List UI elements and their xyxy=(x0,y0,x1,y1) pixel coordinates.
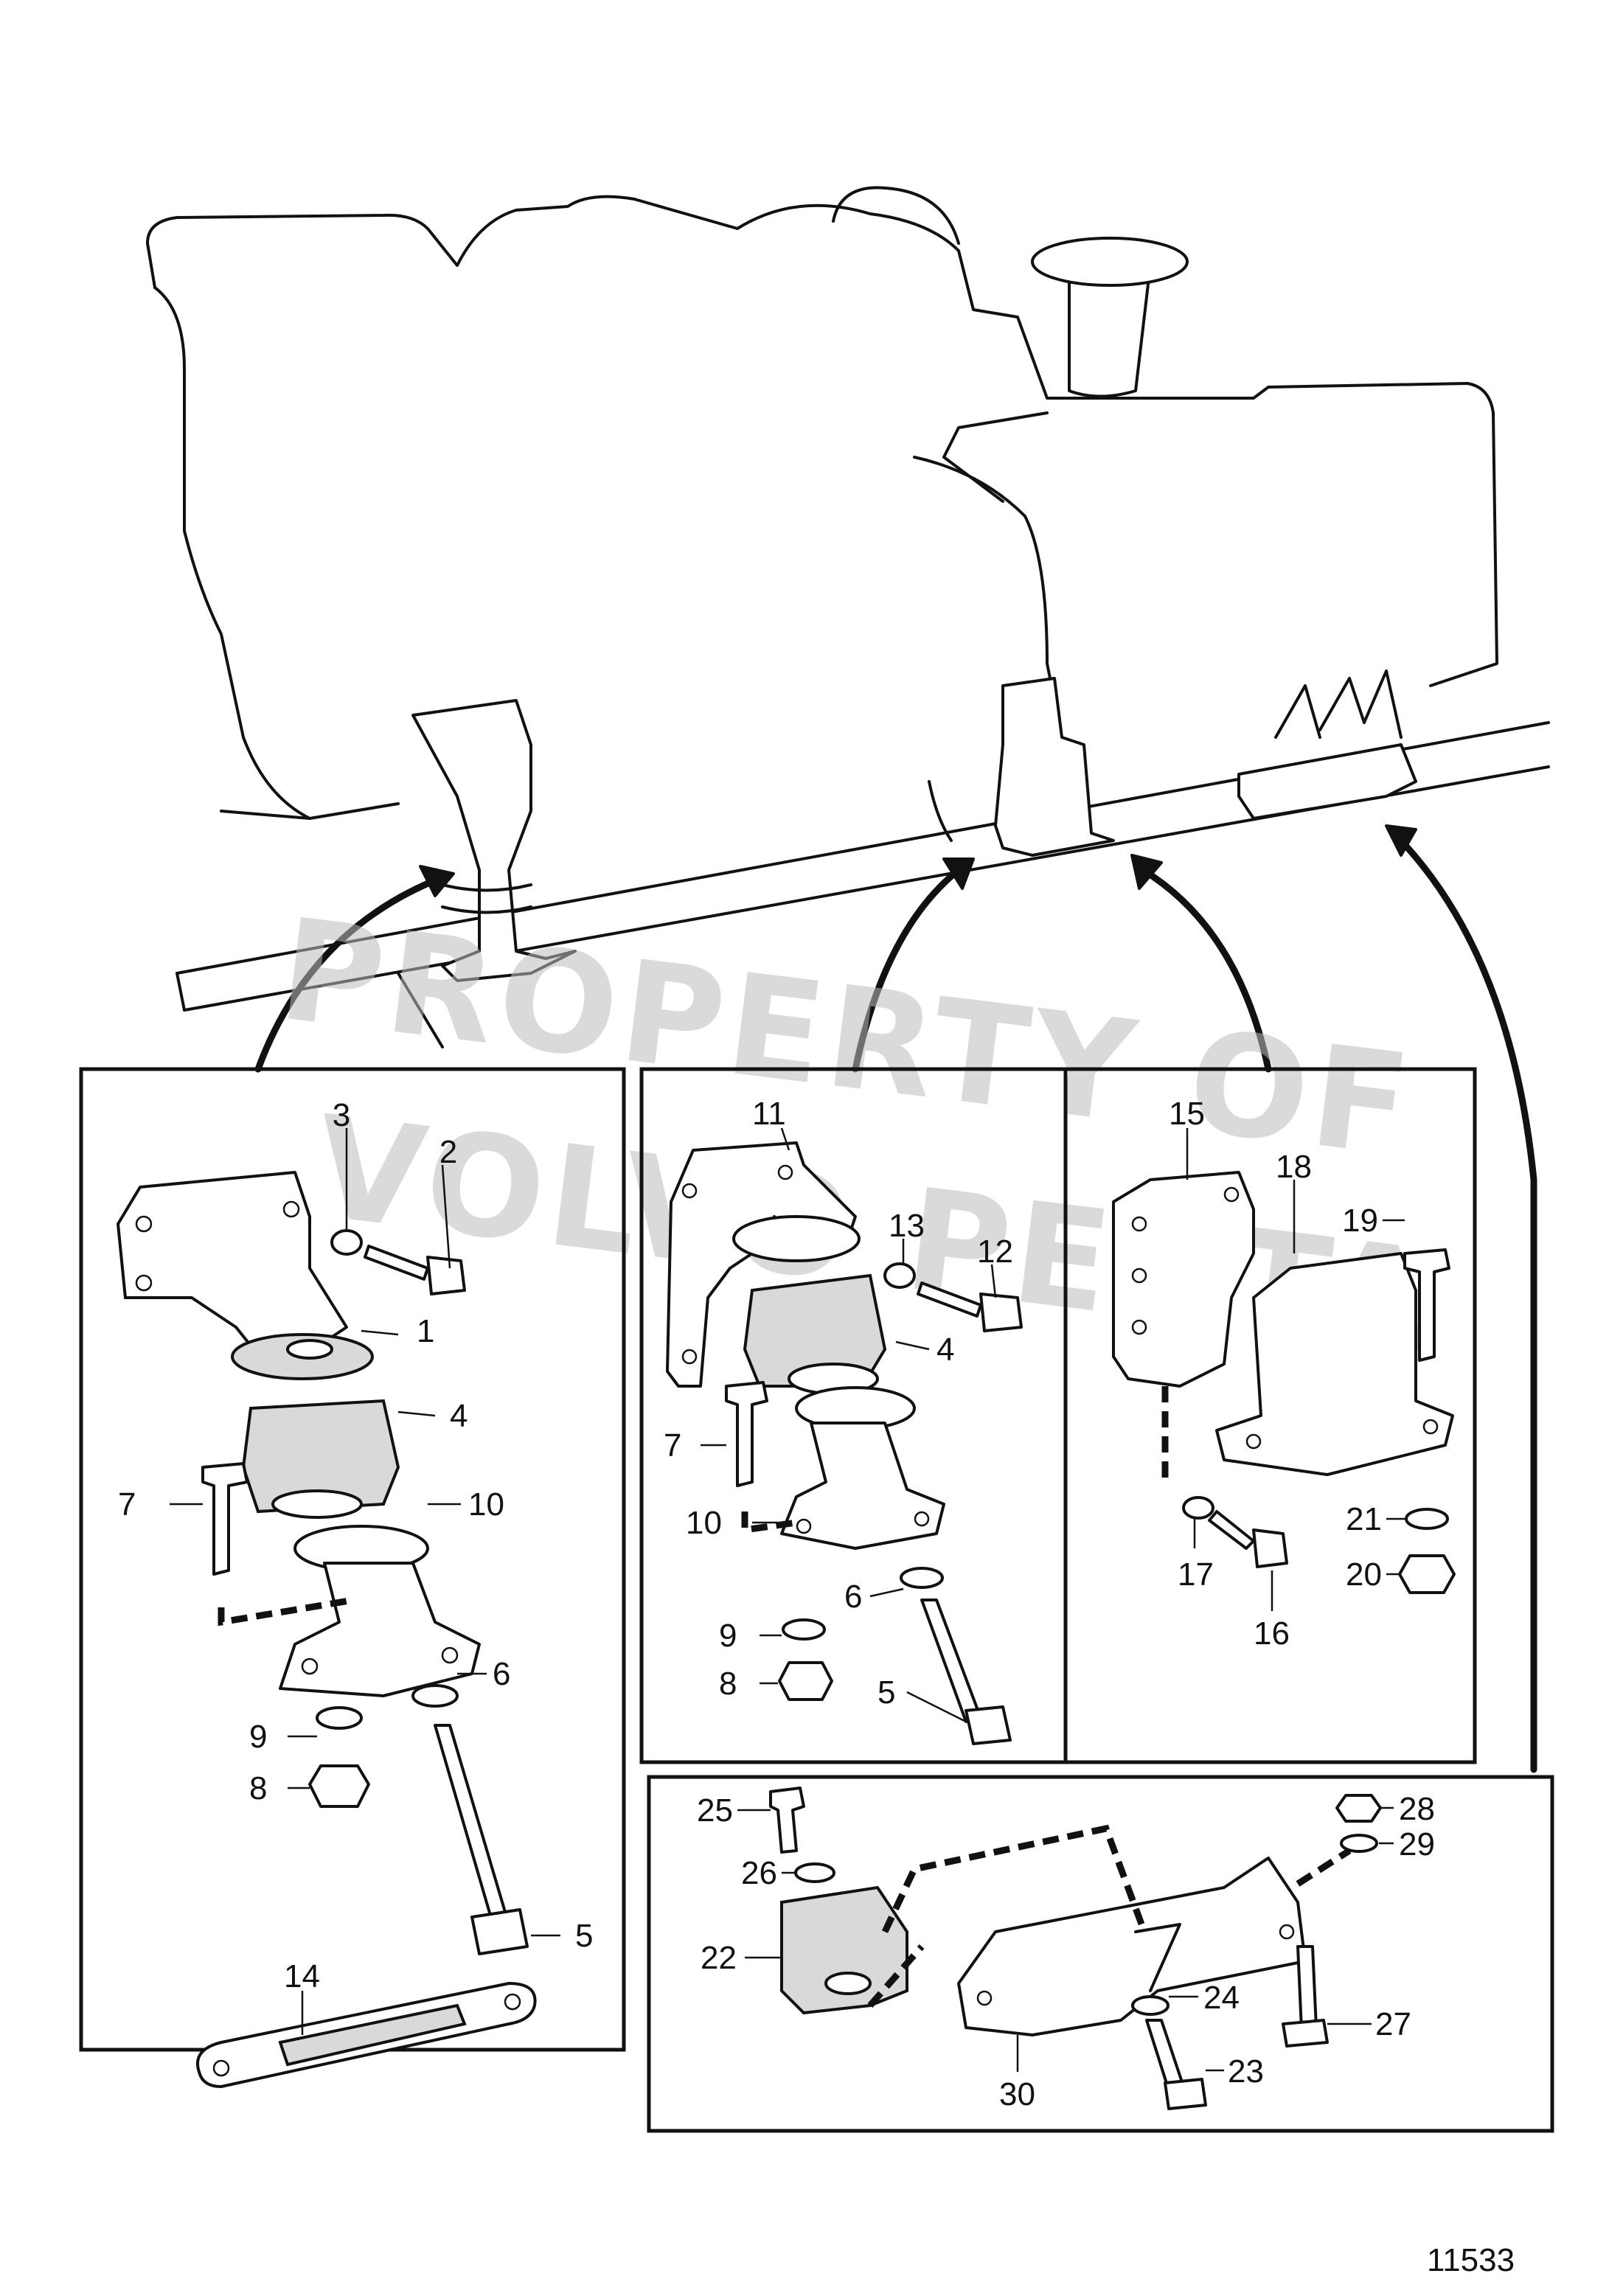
engine-outline xyxy=(146,186,1498,842)
callout-24: 24 xyxy=(1203,1980,1240,2016)
callout-17: 17 xyxy=(1178,1556,1214,1593)
callout-1: 1 xyxy=(417,1313,434,1349)
figure-number: 11533 xyxy=(1427,2242,1515,2278)
callout-10-center: 10 xyxy=(686,1505,722,1541)
callout-14: 14 xyxy=(284,1958,320,1994)
callout-8-center: 8 xyxy=(719,1666,737,1702)
callout-18: 18 xyxy=(1276,1149,1312,1185)
callout-9-center: 9 xyxy=(719,1618,737,1654)
callout-3: 3 xyxy=(333,1097,350,1133)
callout-22: 22 xyxy=(701,1940,737,1976)
callout-26: 26 xyxy=(741,1855,777,1891)
engine-rear-mount xyxy=(1237,669,1417,820)
callout-20: 20 xyxy=(1346,1556,1382,1593)
leader-lines xyxy=(170,1127,1405,2072)
callout-15: 15 xyxy=(1169,1096,1205,1132)
callout-2: 2 xyxy=(439,1134,457,1170)
assembly-box-right xyxy=(1063,1067,1477,1764)
callout-8-left: 8 xyxy=(249,1770,267,1806)
callout-13: 13 xyxy=(889,1208,925,1244)
callout-5-center: 5 xyxy=(877,1674,895,1711)
callout-7-center: 7 xyxy=(664,1427,681,1464)
callout-9-left: 9 xyxy=(249,1719,267,1755)
ground-strap xyxy=(196,1982,537,2088)
engine-front-left-mount xyxy=(411,699,577,982)
callout-21: 21 xyxy=(1346,1501,1382,1537)
callout-19: 19 xyxy=(1342,1203,1378,1239)
callout-4-left: 4 xyxy=(450,1398,468,1434)
callout-23: 23 xyxy=(1228,2053,1264,2090)
pointer-arrows xyxy=(254,824,1537,1773)
callout-30: 30 xyxy=(999,2076,1035,2112)
callout-16: 16 xyxy=(1254,1615,1290,1652)
callout-7-left: 7 xyxy=(118,1486,136,1523)
rear-assembly-parts xyxy=(769,1787,1382,2110)
right-assembly-parts xyxy=(1112,1171,1456,1594)
callout-6-left: 6 xyxy=(493,1656,510,1692)
callout-11: 11 xyxy=(752,1096,786,1132)
callout-6-center: 6 xyxy=(844,1579,862,1615)
callout-4-center: 4 xyxy=(936,1332,954,1368)
callout-27: 27 xyxy=(1375,2006,1411,2042)
center-assembly-parts xyxy=(666,1141,1023,1745)
callout-25: 25 xyxy=(697,1792,733,1829)
assembly-box-rear xyxy=(647,1775,1554,2133)
callout-5-left: 5 xyxy=(575,1918,593,1954)
left-assembly-parts xyxy=(117,1171,529,1955)
callout-labels: 3 2 1 4 10 7 6 9 8 5 11 13 12 4 7 10 6 9… xyxy=(118,1096,1435,2112)
callout-29: 29 xyxy=(1399,1826,1435,1862)
callout-28: 28 xyxy=(1399,1791,1435,1827)
callout-12: 12 xyxy=(977,1234,1013,1270)
engine-front-right-mount xyxy=(994,677,1115,857)
callout-10-left: 10 xyxy=(468,1486,504,1523)
